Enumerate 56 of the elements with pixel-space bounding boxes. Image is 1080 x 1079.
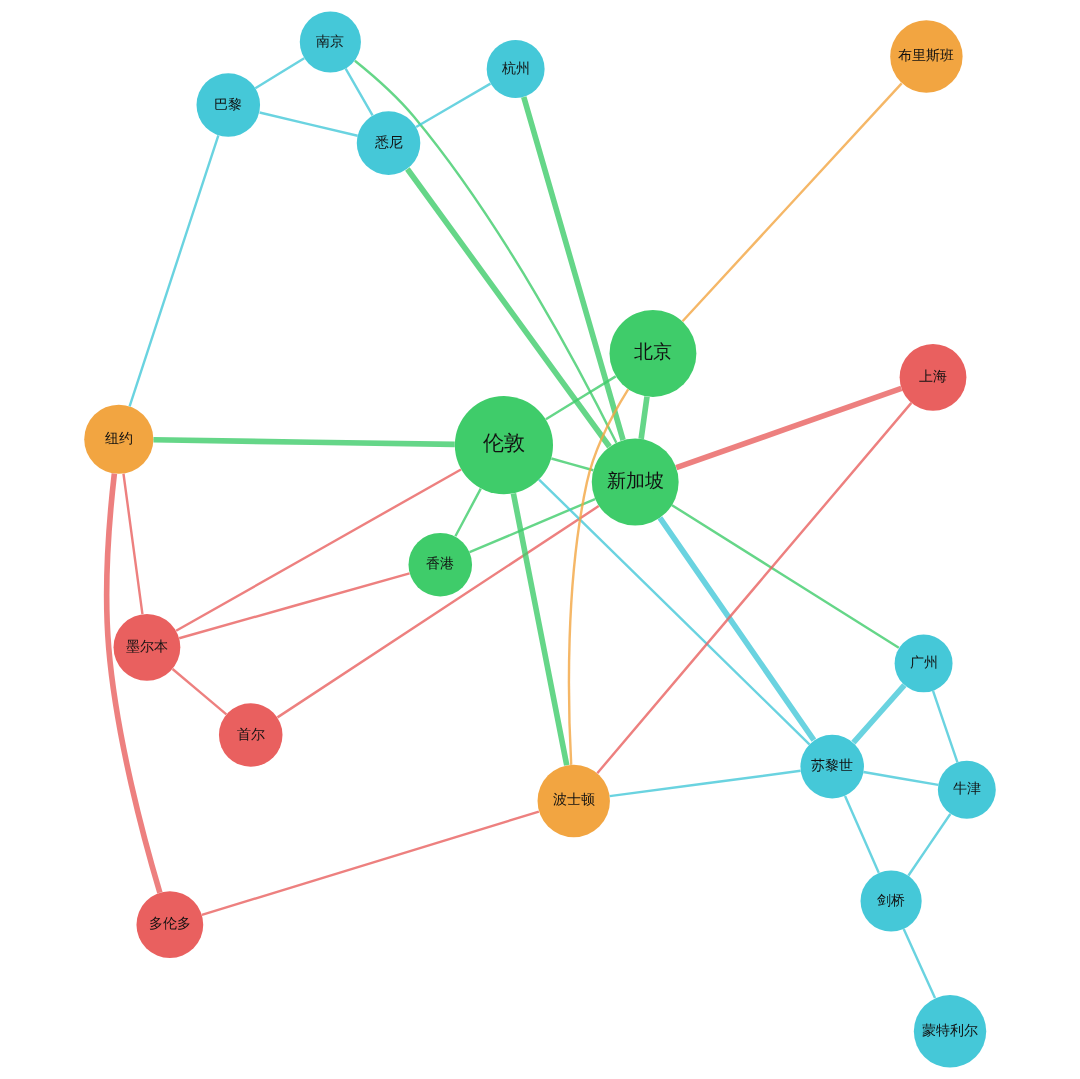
connector: [907, 813, 952, 877]
node-circle: 布里斯班: [890, 20, 963, 93]
connector: [122, 473, 144, 615]
connector: [638, 396, 650, 440]
connector: [851, 683, 907, 745]
connector: [510, 492, 570, 766]
node-circle: 杭州: [486, 40, 545, 98]
connector: [276, 505, 600, 719]
connector: [405, 167, 612, 449]
connector: [259, 111, 358, 137]
node-circle: 波士顿: [537, 764, 610, 838]
node-circle: 悉尼: [356, 111, 421, 175]
connector: [153, 436, 455, 448]
connector: [551, 457, 594, 472]
connector: [657, 516, 817, 742]
node-circle: 北京: [609, 310, 697, 397]
connector: [675, 385, 903, 471]
connector: [538, 478, 811, 746]
connector: [681, 82, 903, 323]
connector: [671, 504, 900, 649]
connector: [545, 375, 617, 421]
connector: [863, 770, 939, 787]
connector: [609, 769, 801, 798]
connector: [344, 68, 374, 116]
node-circle: 多伦多: [136, 891, 204, 959]
connector: [171, 668, 228, 716]
connector: [902, 928, 937, 999]
connector: [128, 134, 220, 407]
connector: [175, 468, 462, 632]
connector: [596, 402, 913, 774]
node-circle: 苏黎世: [800, 734, 864, 799]
node-circle: 剑桥: [860, 870, 922, 932]
connector: [454, 488, 482, 537]
connector: [521, 96, 626, 441]
connector: [354, 59, 618, 444]
connector: [567, 388, 630, 765]
node-circle: 纽约: [84, 404, 154, 474]
node-circle: 巴黎: [196, 73, 261, 137]
connector: [931, 690, 959, 763]
connector: [843, 795, 880, 874]
node-circle: 牛津: [937, 760, 996, 819]
connector: [415, 82, 492, 129]
node-circle: 新加坡: [591, 438, 679, 526]
connector: [103, 473, 163, 894]
node-circle: 首尔: [218, 703, 283, 767]
connector: [469, 497, 596, 554]
node-circle: 南京: [299, 11, 361, 73]
node-circle: 墨尔本: [113, 613, 181, 681]
connector: [201, 810, 540, 916]
connector: [178, 572, 410, 640]
node-circle: 香港: [408, 532, 473, 597]
connector: [254, 57, 305, 90]
node-circle: 伦敦: [454, 396, 553, 495]
node-circle: 上海: [899, 344, 967, 411]
node-circle: 蒙特利尔: [913, 995, 987, 1068]
node-circle: 广州: [894, 634, 953, 693]
